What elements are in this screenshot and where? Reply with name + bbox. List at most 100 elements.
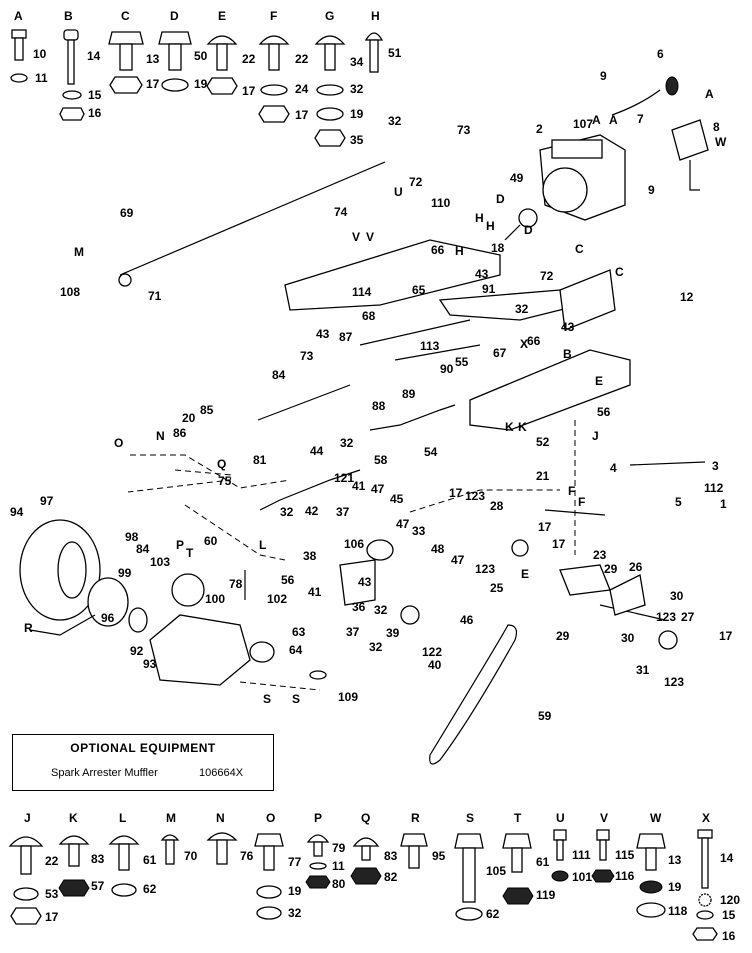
reference-letter: D xyxy=(524,223,533,237)
hardware-part-number: 11 xyxy=(332,859,345,873)
diagram-part xyxy=(696,910,714,920)
callout-number: 7 xyxy=(637,112,644,126)
callout-number: 56 xyxy=(597,405,611,419)
leader-S xyxy=(239,681,321,691)
diagram-part xyxy=(556,839,564,861)
engine-pulley xyxy=(518,208,538,228)
diagram-part xyxy=(591,869,615,883)
callout-number: 89 xyxy=(402,387,416,401)
hardware-part-number: 62 xyxy=(486,907,500,921)
hardware-letter: G xyxy=(325,9,334,23)
callout-number: 25 xyxy=(490,581,504,595)
reference-letter: T xyxy=(186,546,194,560)
hub-92 xyxy=(128,607,148,633)
callout-number: 33 xyxy=(412,524,426,538)
hardware-part-number: 16 xyxy=(88,106,102,120)
callout-number: 112 xyxy=(704,481,724,495)
callout-number: 107 xyxy=(573,117,593,131)
diagram-part xyxy=(256,906,282,920)
hardware-part-number: 14 xyxy=(720,851,734,865)
callout-number: 3 xyxy=(712,459,719,473)
hardware-part-number: 15 xyxy=(88,88,102,102)
bolt-shank-D xyxy=(168,43,182,71)
callout-number: 9 xyxy=(600,69,607,83)
callout-number: 32 xyxy=(515,302,529,316)
callout-number: 20 xyxy=(182,411,196,425)
optional-equipment-title: OPTIONAL EQUIPMENT xyxy=(70,741,216,755)
hardware-letter: C xyxy=(121,9,130,23)
hardware-part-number: 19 xyxy=(194,77,208,91)
callout-number: 48 xyxy=(431,542,445,556)
callout-number: 47 xyxy=(451,553,465,567)
diagram-part xyxy=(58,835,90,845)
callout-number: 55 xyxy=(455,355,469,369)
diagram-part xyxy=(502,833,532,849)
callout-number: 23 xyxy=(593,548,607,562)
pulley-78 xyxy=(171,573,205,607)
callout-number: 49 xyxy=(510,171,524,185)
callout-number: 1 xyxy=(720,497,727,511)
callout-number: 91 xyxy=(482,282,496,296)
diagram-part xyxy=(58,879,90,897)
callout-number: 113 xyxy=(420,339,440,353)
diagram-part xyxy=(160,834,180,841)
hardware-letter: F xyxy=(270,9,277,23)
hardware-part-number: 17 xyxy=(146,77,160,91)
nut-G xyxy=(314,129,346,147)
hardware-part-number: 76 xyxy=(240,849,254,863)
callout-number: 66 xyxy=(527,334,541,348)
nut-F xyxy=(258,105,290,123)
diagram-part xyxy=(553,829,567,841)
hardware-part-number: 17 xyxy=(295,108,309,122)
callout-number: 94 xyxy=(10,505,24,519)
optional-equipment-part-number: 106664X xyxy=(199,767,244,779)
engine-head xyxy=(551,139,603,159)
reference-letter: A xyxy=(592,113,601,127)
washer-B xyxy=(62,90,82,100)
callout-number: 103 xyxy=(150,555,170,569)
pulley-25 xyxy=(511,539,529,557)
frame-rail xyxy=(469,349,631,431)
callout-number: 122 xyxy=(422,645,442,659)
callout-number: 59 xyxy=(538,709,552,723)
callout-number: 32 xyxy=(340,436,354,450)
diagram-part xyxy=(400,833,428,847)
callout-number: 2 xyxy=(536,122,543,136)
hardware-part-number: 61 xyxy=(536,855,550,869)
reference-letter: J xyxy=(592,429,599,443)
reference-letter: X xyxy=(520,337,528,351)
hardware-letter: X xyxy=(702,811,710,825)
reference-letter: H xyxy=(475,211,484,225)
reference-letter: B xyxy=(563,347,572,361)
pulley-45 xyxy=(366,539,394,561)
hardware-part-number: 120 xyxy=(720,893,740,907)
diagram-part xyxy=(165,839,175,865)
callout-number: 36 xyxy=(352,600,366,614)
diagram-part xyxy=(254,833,284,847)
hardware-letter: E xyxy=(218,9,226,23)
callout-number: 97 xyxy=(40,494,54,508)
callout-number: 98 xyxy=(125,530,139,544)
hardware-part-number: 16 xyxy=(722,929,736,943)
hardware-letter: U xyxy=(556,811,565,825)
bracket-23 xyxy=(559,564,611,596)
hardware-part-number: 70 xyxy=(184,849,198,863)
hardware-letter: L xyxy=(119,811,126,825)
diagram-part xyxy=(352,837,380,847)
leader-N xyxy=(127,469,233,493)
reference-letter: L xyxy=(259,538,266,552)
diagram-part xyxy=(455,907,483,921)
callout-number: 29 xyxy=(604,562,618,576)
diagram-part xyxy=(309,862,327,870)
callout-number: 65 xyxy=(412,283,426,297)
callout-number: 88 xyxy=(372,399,386,413)
callout-number: 29 xyxy=(556,629,570,643)
callout-number: 64 xyxy=(289,643,303,657)
hardware-part-number: 35 xyxy=(350,133,364,147)
hardware-letter: V xyxy=(600,811,608,825)
callout-number: 52 xyxy=(536,435,550,449)
diagram-part xyxy=(511,847,523,873)
callout-number: 38 xyxy=(303,549,317,563)
reference-letter: D xyxy=(496,192,505,206)
hardware-part-number: 83 xyxy=(91,852,105,866)
